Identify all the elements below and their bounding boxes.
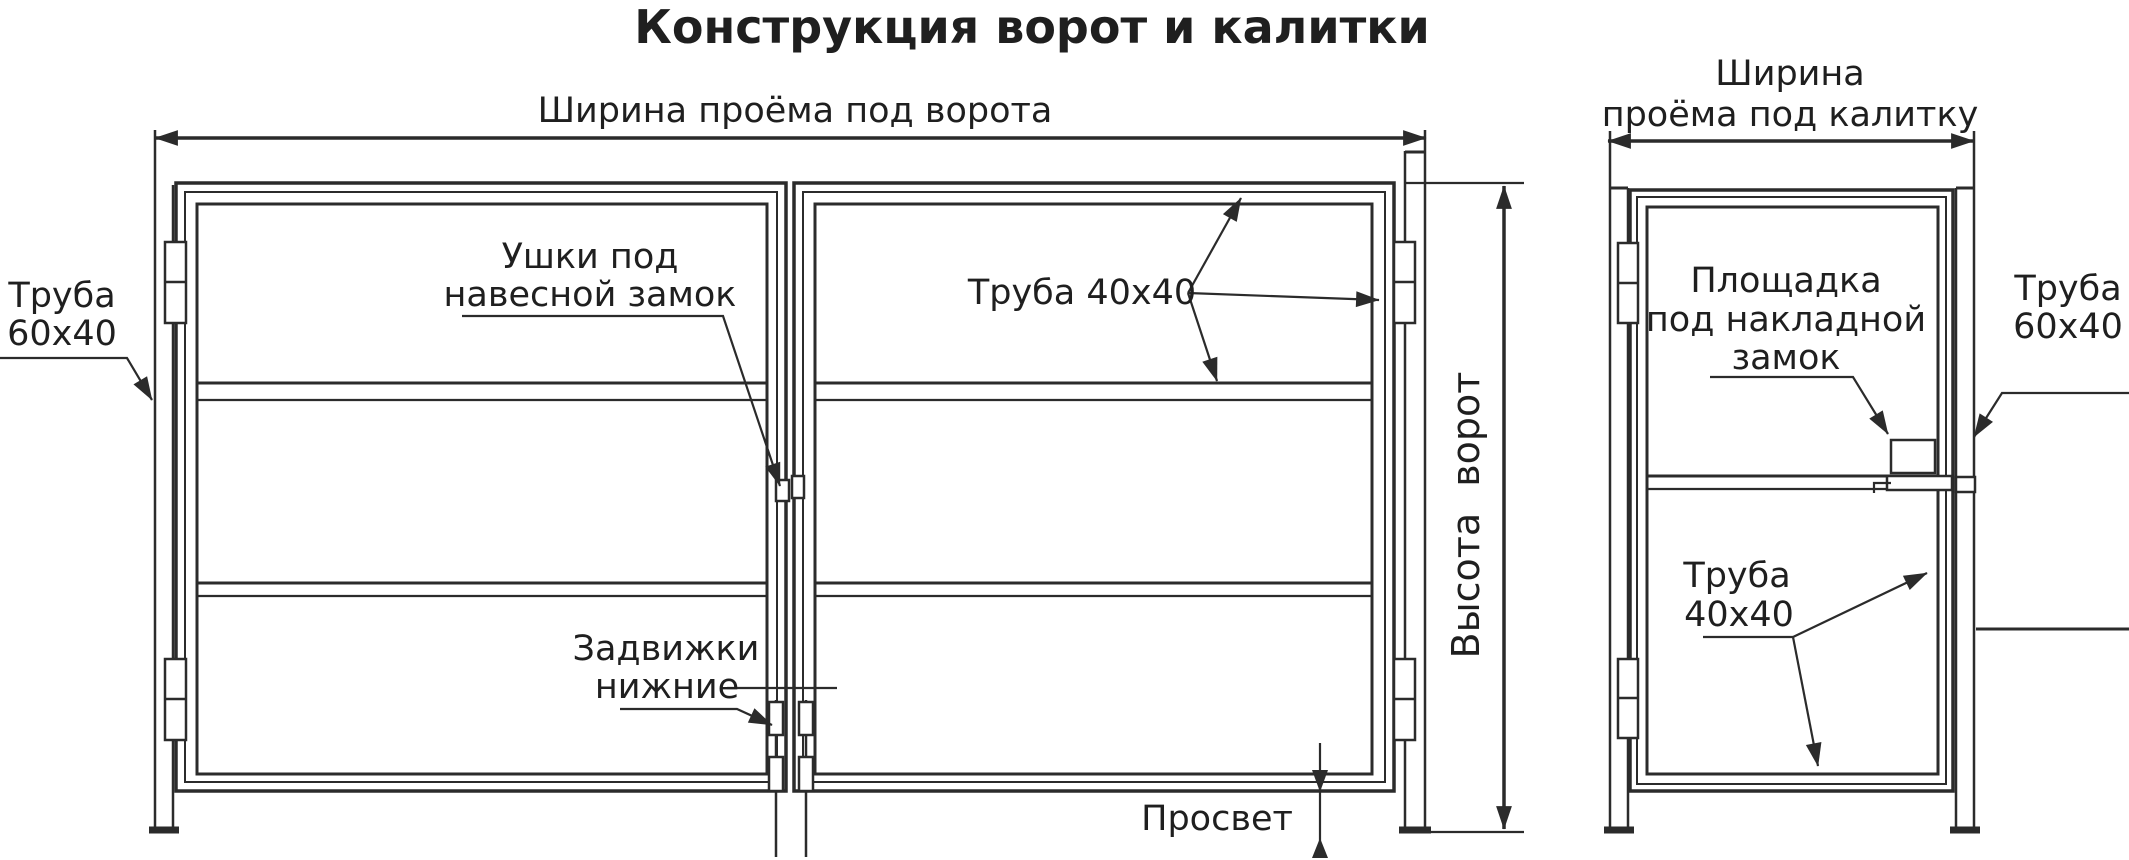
leader-pipe-40x40-up <box>1187 197 1242 294</box>
wicket-width-label-1: Ширина <box>1715 54 1864 94</box>
gate-leaders <box>0 197 1380 727</box>
wicket-pipe-40x40-label-1: Труба <box>1682 556 1790 596</box>
padlock-lugs <box>774 474 806 503</box>
lock-keeper <box>1954 475 1977 494</box>
lock-plate <box>1889 438 1937 475</box>
pipe-60x40-right-label-2: 60x40 <box>2013 307 2123 347</box>
leader-pipe-40x40-right <box>1187 291 1380 308</box>
lock-plate-label-2: под накладной <box>1646 300 1926 340</box>
wicket-lock-assembly <box>1872 438 1977 494</box>
leader-lock-plate <box>1710 375 1889 435</box>
gate-leaf-left <box>174 181 788 793</box>
pipe-60x40-left-label-2: 60x40 <box>7 314 117 354</box>
leader-wicket-pipe-up <box>1792 572 1928 638</box>
leader-latch-left <box>620 707 773 727</box>
clearance-label: Просвет <box>1141 799 1293 839</box>
lock-plate-label-3: замок <box>1731 338 1840 378</box>
padlock-lugs-label-2: навесной замок <box>444 275 737 315</box>
gate-pipe-40x40-label: Труба 40x40 <box>967 273 1196 313</box>
lock-plate-label-1: Площадка <box>1690 261 1881 301</box>
leader-padlock-lugs <box>462 314 782 487</box>
wicket-pipe-40x40-label-2: 40x40 <box>1684 595 1794 635</box>
gate-height-dimension <box>1402 181 1524 834</box>
padlock-lugs-label-1: Ушки под <box>502 237 679 277</box>
wicket-hinges <box>1616 241 1640 740</box>
gate-leaf-left-crossbars <box>197 381 767 598</box>
pipe-60x40-right-label-1: Труба <box>2013 269 2121 309</box>
clearance-dimension <box>1312 743 1328 858</box>
bottom-latches-label-1: Задвижки <box>573 629 760 669</box>
pipe-60x40-left-label-1: Труба <box>7 276 115 316</box>
gate-width-label: Ширина проёма под ворота <box>538 91 1053 131</box>
leader-wicket-pipe-down <box>1791 636 1822 767</box>
wicket-width-label-2: проёма под калитку <box>1602 95 1979 135</box>
bottom-latches-label-2: нижние <box>595 667 739 707</box>
leader-pipe-40x40-down <box>1186 292 1219 382</box>
gate-leaf-right-crossbars <box>815 381 1372 598</box>
bottom-latches <box>767 700 815 857</box>
gate-hinges <box>163 240 1417 742</box>
leader-pipe-60x40-left <box>0 356 153 401</box>
gate-height-label: Высота ворот <box>1444 372 1488 659</box>
leader-pipe-60x40-right <box>1973 391 2129 438</box>
lock-bolt <box>1885 474 1954 492</box>
wicket-leaders <box>1703 375 2129 767</box>
diagram-title: Конструкция ворот и калитки <box>634 0 1429 54</box>
